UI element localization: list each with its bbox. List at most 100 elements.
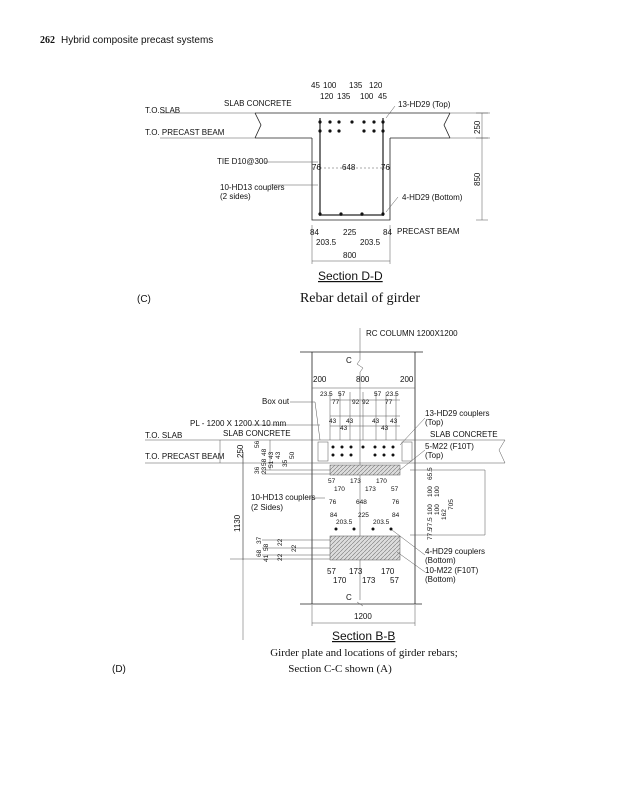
side-couplers-label: 10-HD13 couplers: [251, 493, 315, 502]
to-precast-beam-label: T.O. PRECAST BEAM: [145, 128, 225, 137]
dim: 800: [356, 375, 370, 384]
precast-beam-label: PRECAST BEAM: [397, 227, 460, 236]
box-out-right: [401, 441, 413, 462]
dim: 170: [376, 478, 387, 485]
dim: 173: [362, 576, 376, 585]
dim: 43: [329, 418, 337, 425]
figure-c-caption: Rebar detail of girder: [300, 291, 420, 306]
dim: 135: [349, 81, 363, 90]
dim: 200: [400, 375, 414, 384]
dim: 23.5: [320, 391, 333, 398]
dim: 120: [320, 92, 334, 101]
dim: 56: [254, 440, 261, 448]
dim: 84: [310, 228, 319, 237]
dim: 58: [263, 543, 270, 551]
dim: 84: [392, 512, 400, 519]
section-b-b-drawing: RC COLUMN 1200X1200 C C Box out PL - 120…: [145, 328, 506, 643]
dim: 57: [390, 576, 399, 585]
box-out-left: [317, 441, 329, 462]
dim: 50: [289, 451, 296, 459]
dim: 35: [282, 459, 289, 467]
dim: 250: [236, 444, 245, 458]
dim: 705: [448, 499, 455, 510]
dim: 800: [343, 251, 357, 260]
dim: 57: [374, 391, 382, 398]
dim: 43: [275, 451, 282, 459]
dim: 162: [441, 509, 448, 520]
dim: 225: [358, 512, 369, 519]
figure-d-label: (D): [112, 664, 126, 675]
dim: 173: [349, 567, 363, 576]
dim: 173: [350, 478, 361, 485]
bottom-couplers-label-2: (Bottom): [425, 556, 456, 565]
dim: 76: [392, 499, 400, 506]
top-rebar-label: 13-HD29 (Top): [398, 100, 451, 109]
figure-d-caption-line1: Girder plate and locations of girder reb…: [270, 647, 458, 659]
dim: 57: [327, 567, 336, 576]
dim: 203.5: [373, 519, 390, 526]
dim: 170: [381, 567, 395, 576]
dim: 850: [473, 172, 482, 186]
top-bolts-label-2: (Top): [425, 451, 444, 460]
top-plate: [329, 464, 401, 476]
dim: 92: [362, 399, 370, 406]
dim: 77.5: [427, 527, 434, 540]
dim: 77.5: [427, 517, 434, 530]
dim: 48: [261, 448, 268, 456]
dim: 170: [334, 486, 345, 493]
bottom-bolts-label: 10-M22 (F10T): [425, 566, 479, 575]
dim: 22: [277, 553, 284, 561]
top-rebars: [318, 120, 385, 133]
dim: 76: [312, 163, 321, 172]
dim: 84: [330, 512, 338, 519]
bottom-bolts-label-2: (Bottom): [425, 575, 456, 584]
box-out-label: Box out: [262, 397, 290, 406]
dim: 76: [381, 163, 390, 172]
dim: 57: [391, 486, 399, 493]
running-title: Hybrid composite precast systems: [61, 35, 214, 46]
dim: 92: [352, 399, 360, 406]
bottom-rebar-label: 4-HD29 (Bottom): [402, 193, 463, 202]
right-vertical-dims: 65.5 100 100 100 100 162 705 77.5 77.5: [427, 467, 455, 540]
page-number: 262: [40, 35, 55, 46]
top-couplers: [331, 445, 395, 457]
dim: 68: [256, 549, 263, 557]
dim: 58: [261, 458, 268, 466]
dim: 203.5: [336, 519, 353, 526]
dim: 43: [372, 418, 380, 425]
dim: 22: [291, 544, 298, 552]
dim: 77: [385, 399, 393, 406]
column-label: RC COLUMN 1200X1200: [366, 329, 458, 338]
slab-concrete-label: SLAB CONCRETE: [224, 99, 292, 108]
dim: 120: [369, 81, 383, 90]
dim: 43: [346, 418, 354, 425]
section-b-b-title: Section B-B: [332, 629, 395, 643]
dim: 100: [434, 504, 441, 515]
dim: 84: [383, 228, 392, 237]
tie-label: TIE D10@300: [217, 157, 268, 166]
bottom-couplers-label: 4-HD29 couplers: [425, 547, 485, 556]
dim: 100: [427, 504, 434, 515]
to-precast-beam-label: T.O. PRECAST BEAM: [145, 452, 225, 461]
section-d-d-title: Section D-D: [318, 269, 383, 283]
dim: 203.5: [360, 238, 381, 247]
dim: 100: [360, 92, 374, 101]
dim: 225: [343, 228, 357, 237]
bottom-couplers: [334, 527, 393, 531]
cut-marker-bottom: C: [346, 593, 352, 602]
dim: 51: [268, 460, 275, 468]
figure-c-label: (C): [137, 294, 151, 305]
plate-label: PL - 1200 X 1200 X 10 mm: [190, 419, 287, 428]
couplers-label-2: (2 sides): [220, 192, 251, 201]
cut-marker-top: C: [346, 356, 352, 365]
bottom-row-dims: 57 173 170 170 173 57: [327, 567, 399, 585]
dim: 100: [434, 486, 441, 497]
dim: 43: [381, 425, 389, 432]
dim: 45: [378, 92, 387, 101]
dim: 135: [337, 92, 351, 101]
bottom-rebars: [318, 212, 385, 216]
dim: 648: [356, 499, 367, 506]
dim: 1200: [354, 612, 372, 621]
dim: 170: [333, 576, 347, 585]
